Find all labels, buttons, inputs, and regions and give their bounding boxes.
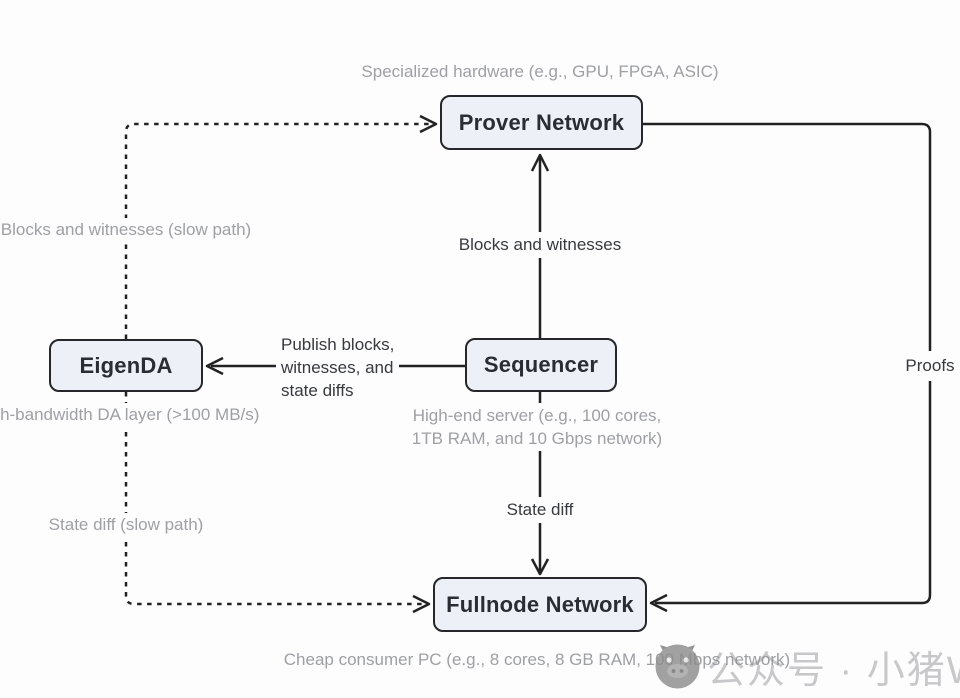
arrowhead-left-icon bbox=[649, 593, 668, 613]
arrowhead-left-icon bbox=[205, 356, 224, 376]
edge-label-state-diff: State diff bbox=[501, 497, 579, 523]
caption-sequencer-server: High-end server (e.g., 100 cores, 1TB RA… bbox=[407, 403, 667, 451]
edge-eigenda-to-fullnode-dashed bbox=[124, 392, 425, 606]
node-prover-network: Prover Network bbox=[440, 95, 643, 150]
caption-fullnode-pc: Cheap consumer PC (e.g., 8 cores, 8 GB R… bbox=[279, 648, 795, 672]
caption-line: High-end server (e.g., 100 cores, bbox=[412, 406, 662, 425]
arrowhead-right-icon bbox=[412, 594, 431, 614]
node-sequencer: Sequencer bbox=[465, 338, 617, 392]
caption-prover-hardware: Specialized hardware (e.g., GPU, FPGA, A… bbox=[357, 60, 723, 84]
edge-label-line: Publish blocks, bbox=[281, 335, 395, 354]
edge-label-state-diff-slow-path: State diff (slow path) bbox=[44, 513, 208, 537]
arrowhead-up-icon bbox=[530, 153, 550, 172]
caption-eigenda-bandwidth: High-bandwidth DA layer (>100 MB/s) bbox=[0, 403, 264, 427]
edge-label-blocks-and-witnesses: Blocks and witnesses bbox=[453, 232, 627, 258]
edge-label-proofs: Proofs bbox=[900, 351, 960, 381]
arrowhead-right-icon bbox=[419, 114, 438, 134]
arrowhead-down-icon bbox=[530, 558, 550, 576]
caption-line: 1TB RAM, and 10 Gbps network) bbox=[411, 429, 663, 448]
edge-label-blocks-witnesses-slow-path: Blocks and witnesses (slow path) bbox=[0, 218, 256, 242]
edge-eigenda-to-prover-dashed bbox=[124, 122, 432, 339]
edge-label-publish-blocks: Publish blocks, witnesses, and state dif… bbox=[276, 331, 400, 404]
edge-label-line: state diffs bbox=[281, 381, 354, 400]
edge-label-line: witnesses, and bbox=[281, 358, 394, 377]
node-eigenda: EigenDA bbox=[49, 339, 203, 392]
edge-prover-to-fullnode bbox=[643, 122, 932, 605]
node-fullnode-network: Fullnode Network bbox=[433, 577, 647, 632]
